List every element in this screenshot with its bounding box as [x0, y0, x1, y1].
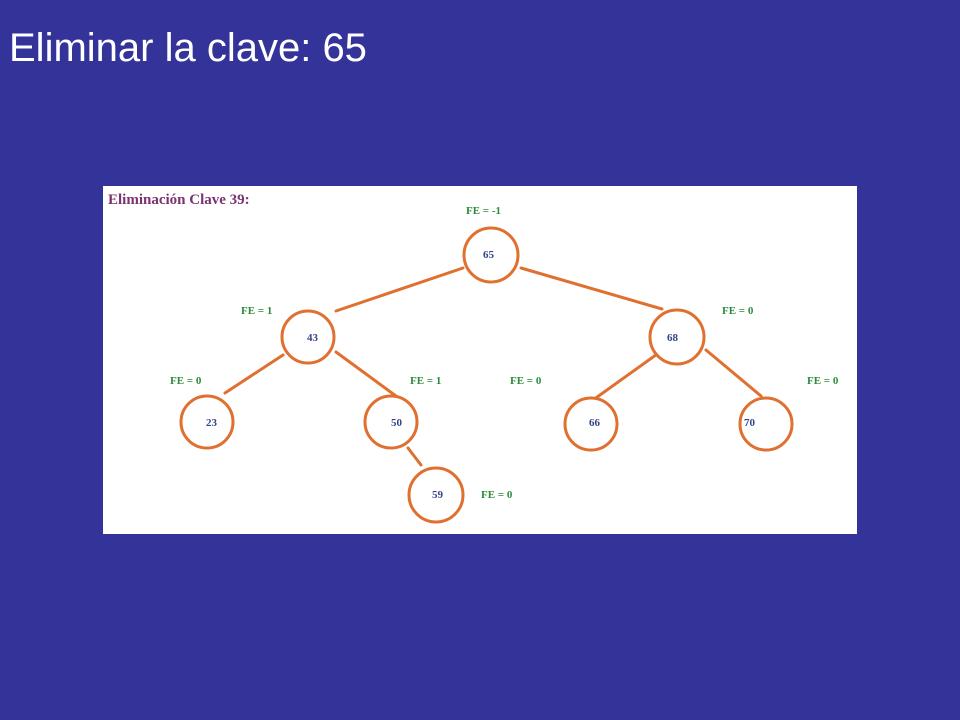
fe-label-65: FE = -1: [466, 205, 501, 217]
node-circle: [563, 396, 619, 452]
tree-node-59: 59: [407, 466, 465, 524]
node-circle: [179, 394, 235, 450]
node-key: 70: [744, 417, 756, 429]
tree-node-70: 70: [738, 396, 794, 452]
edge-65-43: [334, 266, 465, 313]
node-circle: [280, 309, 336, 365]
node-circle: [648, 308, 706, 366]
node-key: 50: [391, 417, 403, 429]
node-key: 65: [483, 249, 495, 261]
slide-title: Eliminar la clave: 65: [9, 26, 367, 70]
avl-tree-diagram: Eliminación Clave 39: 65 FE = -1 43 FE =…: [103, 186, 857, 534]
fe-label-23: FE = 0: [170, 375, 202, 387]
node-key: 66: [589, 417, 601, 429]
edge-68-66: [591, 350, 662, 402]
tree-node-65: 65: [462, 226, 520, 284]
fe-label-66: FE = 0: [510, 375, 542, 387]
tree-canvas: Eliminación Clave 39: 65 FE = -1 43 FE =…: [108, 192, 839, 524]
diagram-heading: Eliminación Clave 39:: [108, 192, 250, 208]
node-circle: [462, 226, 520, 284]
node-key: 68: [667, 332, 679, 344]
node-key: 59: [432, 489, 444, 501]
tree-node-43: 43: [280, 309, 336, 365]
tree-node-66: 66: [563, 396, 619, 452]
tree-node-23: 23: [179, 394, 235, 450]
node-circle: [738, 396, 794, 452]
fe-label-68: FE = 0: [722, 305, 754, 317]
edge-65-68: [519, 266, 664, 311]
tree-node-50: 50: [363, 394, 419, 450]
node-key: 43: [307, 332, 319, 344]
edge-50-59: [406, 446, 423, 467]
fe-label-50: FE = 1: [410, 375, 441, 387]
edge-43-50: [334, 350, 398, 398]
tree-node-68: 68: [648, 308, 706, 366]
fe-label-43: FE = 1: [241, 305, 272, 317]
node-key: 23: [206, 417, 218, 429]
fe-label-59: FE = 0: [481, 489, 513, 501]
edge-68-70: [704, 348, 763, 398]
node-circle: [363, 394, 419, 450]
fe-label-70: FE = 0: [807, 375, 839, 387]
edge-43-23: [223, 353, 285, 395]
node-circle: [407, 466, 465, 524]
